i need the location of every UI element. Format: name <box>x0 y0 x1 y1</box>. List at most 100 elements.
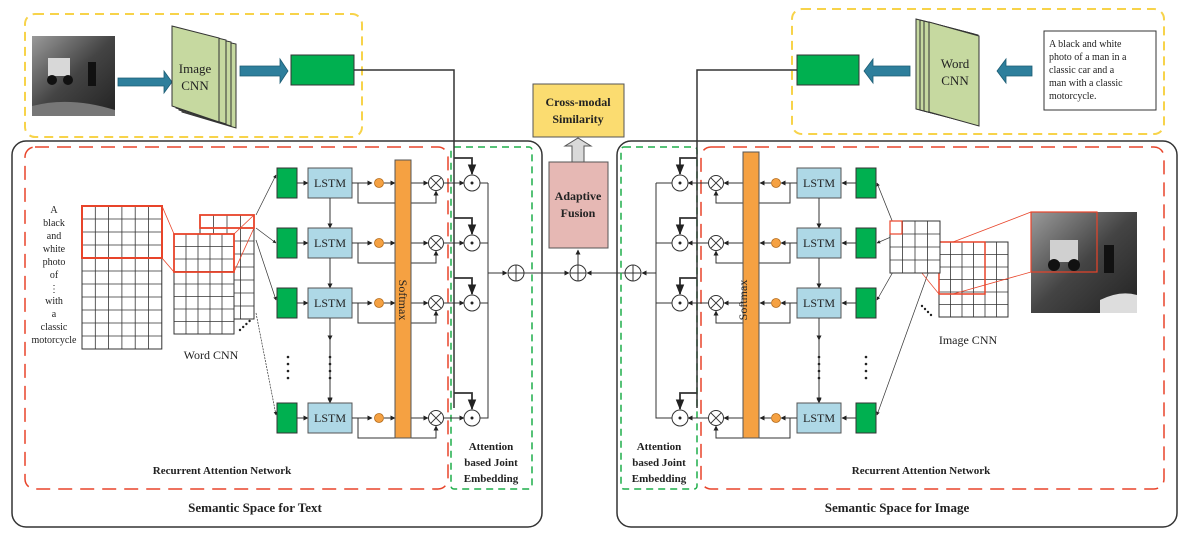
connector <box>161 257 175 273</box>
lstm-label: LSTM <box>314 176 346 190</box>
image-feature-vector <box>290 54 355 86</box>
connector <box>675 392 697 411</box>
feature-grid-front <box>173 233 235 335</box>
dot <box>678 241 682 245</box>
elementwise-product-icon <box>708 175 724 191</box>
attention-row: LSTM <box>276 277 488 404</box>
text-attention-rows: LSTM LSTM LSTM LSTM <box>255 157 508 439</box>
ellipsis-dot <box>245 322 248 326</box>
caption-box <box>1043 30 1157 111</box>
connector <box>696 69 797 408</box>
lstm-label: LSTM <box>803 176 835 190</box>
adaptive-fusion-box <box>548 161 609 249</box>
dot-product-icon <box>671 174 689 192</box>
connector <box>675 157 697 176</box>
attention-row: LSTM <box>276 392 488 439</box>
cross-modal-similarity-box <box>532 83 625 138</box>
softmax-label: Softmax <box>736 280 750 321</box>
input-words: Ablackandwhitephotoof⋮withaclassicmotorc… <box>32 205 78 346</box>
dot <box>470 241 474 245</box>
ellipsis-dot <box>242 325 245 329</box>
softmax-bar <box>394 159 412 439</box>
connector <box>454 277 477 296</box>
attention-score-dot <box>374 238 384 248</box>
lstm-cell <box>796 402 842 434</box>
elementwise-product-icon <box>428 175 444 191</box>
image-feature-grid <box>938 241 1009 318</box>
semantic-space-image-title: Semantic Space for Image <box>825 500 970 515</box>
elementwise-product-icon <box>708 235 724 251</box>
yellow-dashed-region-left <box>24 13 363 138</box>
word-cnn-feature-map <box>161 205 255 335</box>
lstm-label: LSTM <box>314 236 346 250</box>
connector <box>454 392 477 411</box>
conv-window <box>81 205 163 259</box>
connector <box>233 214 255 235</box>
attention-score-dot <box>771 298 781 308</box>
input-photo <box>32 36 115 116</box>
cross <box>430 297 442 309</box>
cross <box>430 177 442 189</box>
image-region-grid <box>889 220 941 274</box>
attention-score-dot <box>771 178 781 188</box>
attention-row: LSTM <box>656 217 877 289</box>
attention-row: LSTM <box>276 217 488 289</box>
joint-label-2: based Joint <box>464 457 518 469</box>
region-feature <box>276 227 298 259</box>
attention-score-dot <box>771 413 781 423</box>
connector <box>454 217 477 236</box>
elementwise-product-icon <box>428 235 444 251</box>
cross <box>710 237 722 249</box>
softmax-label: Softmax <box>396 280 410 321</box>
elementwise-product-icon <box>708 295 724 311</box>
cross <box>710 412 722 424</box>
dot-product-icon <box>671 409 689 427</box>
ellipsis-dot <box>248 319 251 323</box>
elementwise-product-icon <box>428 295 444 311</box>
dot-product-icon <box>463 174 481 192</box>
input-word: and <box>47 231 61 242</box>
recurrent-attention-network-region <box>700 146 1165 490</box>
semantic-space-image-frame <box>616 140 1178 528</box>
elementwise-product-icon <box>428 410 444 426</box>
dot-product-icon <box>463 234 481 252</box>
word-cnn-label-1: Word <box>941 56 970 71</box>
joint-embedding-region <box>620 146 698 490</box>
input-word: with <box>45 296 63 307</box>
ellipsis-dot <box>817 376 821 380</box>
ellipsis-dot <box>286 369 290 373</box>
connector <box>161 205 175 235</box>
region-feature <box>276 167 298 199</box>
attention-score-dot <box>771 238 781 248</box>
ran-label: Recurrent Attention Network <box>153 465 292 477</box>
region-photo <box>1030 211 1137 313</box>
input-word: white <box>43 244 66 255</box>
region-feature <box>276 287 298 319</box>
image-cnn-label-1: Image <box>179 61 212 76</box>
ellipsis-dot <box>864 362 868 366</box>
lstm-label: LSTM <box>314 296 346 310</box>
region-feature <box>855 287 877 319</box>
word-embedding-matrix <box>81 205 163 350</box>
softmax-bar <box>742 151 760 439</box>
caption-line: man with a classic <box>1049 78 1123 89</box>
input-word: motorcycle <box>32 335 78 346</box>
image-cnn-label: Image CNN <box>939 333 998 347</box>
connector <box>255 239 277 301</box>
ellipsis-dot <box>286 362 290 366</box>
ellipsis-dot <box>864 376 868 380</box>
joint-label-1: Attention <box>469 441 514 453</box>
attended-region <box>1030 211 1098 273</box>
ellipsis-dot <box>328 362 332 366</box>
fusion-label-1: Adaptive <box>555 189 602 203</box>
caption-line: classic car and a <box>1049 65 1115 76</box>
recurrent-attention-network-region <box>24 146 449 490</box>
lstm-label: LSTM <box>314 411 346 425</box>
joint-label-3: Embedding <box>464 473 519 485</box>
ellipsis-dot <box>864 355 868 359</box>
connector <box>255 312 278 416</box>
input-word: a <box>52 309 57 320</box>
